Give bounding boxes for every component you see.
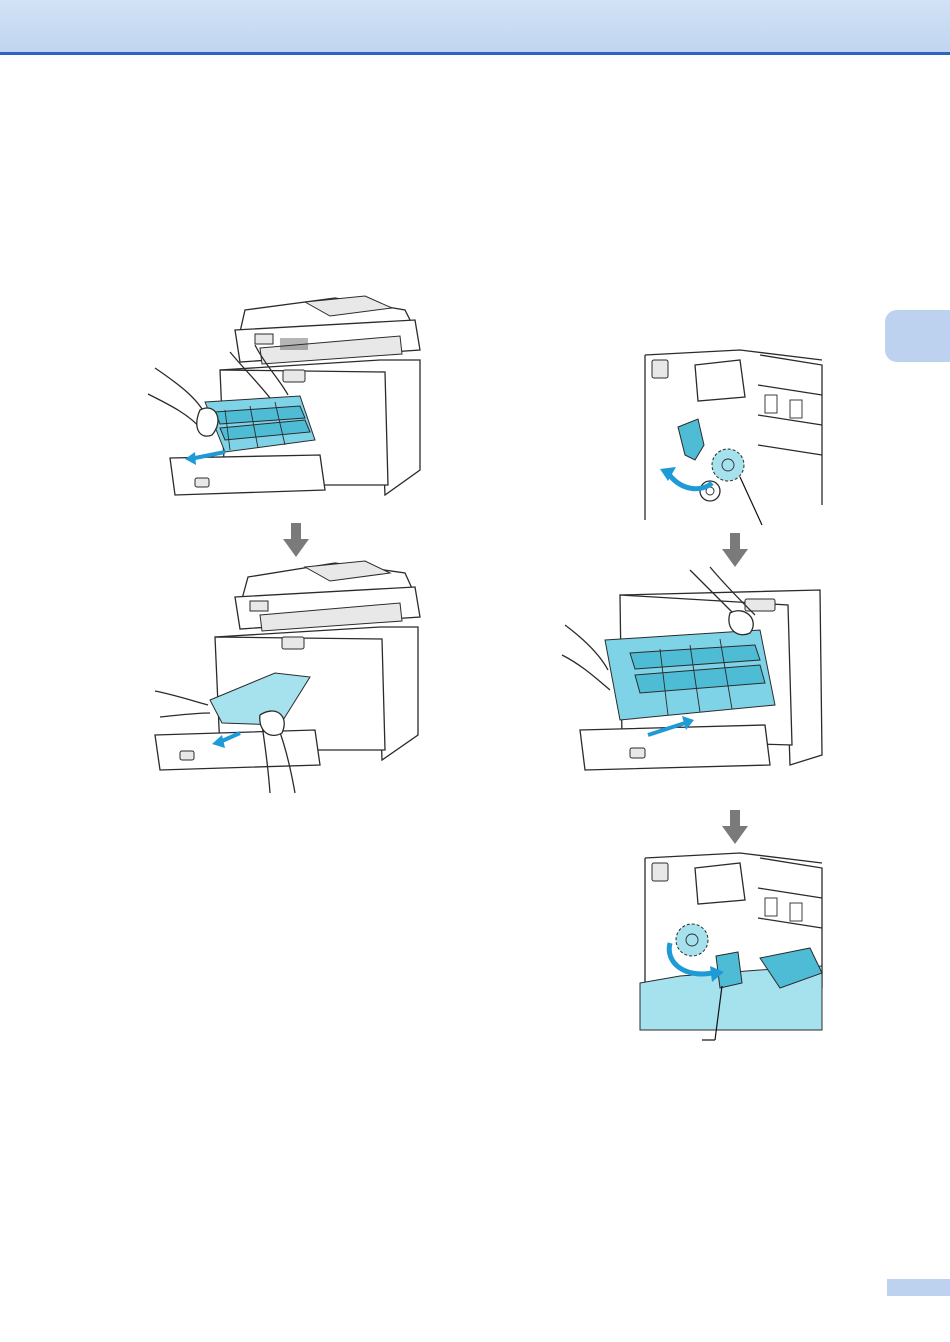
flow-arrow-1 [283, 523, 309, 557]
lock-lever-up-illustration [640, 345, 825, 545]
lock-lever-down-illustration [640, 848, 825, 1048]
flow-arrow-3 [722, 810, 748, 844]
remove-drum-illustration [130, 290, 440, 525]
insert-drum-illustration [560, 565, 830, 785]
page-number-box [887, 1279, 950, 1296]
flow-arrow-2 [722, 533, 748, 567]
remove-paper-illustration [150, 555, 435, 795]
chapter-tab [885, 310, 950, 362]
page-header-band [0, 0, 950, 55]
